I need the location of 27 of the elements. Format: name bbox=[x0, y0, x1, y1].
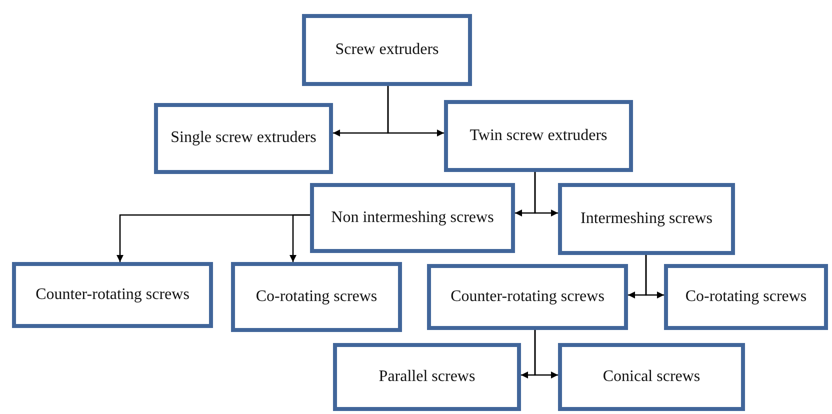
process-box bbox=[664, 264, 828, 330]
box-label: Parallel screws bbox=[378, 366, 476, 387]
box-label: Twin screw extruders bbox=[470, 126, 608, 146]
box-label: Counter-rotating screws bbox=[36, 284, 190, 305]
process-box bbox=[558, 183, 735, 255]
box-label: Screw extruders bbox=[335, 40, 439, 60]
process-box bbox=[154, 103, 333, 174]
box-label: Co-rotating screws bbox=[685, 286, 807, 307]
connector-arrow bbox=[387, 86, 444, 136]
box-label: Intermeshing screws bbox=[580, 208, 712, 229]
box-label: Conical screws bbox=[602, 366, 700, 387]
process-box bbox=[444, 100, 633, 172]
process-box bbox=[558, 343, 745, 411]
connector-arrow bbox=[534, 330, 558, 378]
process-box bbox=[427, 264, 628, 330]
box-label: Counter-rotating screws bbox=[450, 286, 604, 307]
box-label: Co-rotating screws bbox=[256, 286, 378, 307]
box-label: Non intermeshing screws bbox=[331, 208, 494, 228]
process-box bbox=[333, 343, 521, 411]
connector-arrow bbox=[534, 172, 558, 216]
process-box bbox=[302, 14, 472, 86]
process-box bbox=[231, 262, 402, 332]
process-box bbox=[310, 183, 515, 253]
connector-arrow bbox=[645, 255, 664, 298]
connector-arrow bbox=[290, 214, 310, 262]
process-box bbox=[12, 262, 213, 328]
box-label: Single screw extruders bbox=[170, 128, 316, 148]
